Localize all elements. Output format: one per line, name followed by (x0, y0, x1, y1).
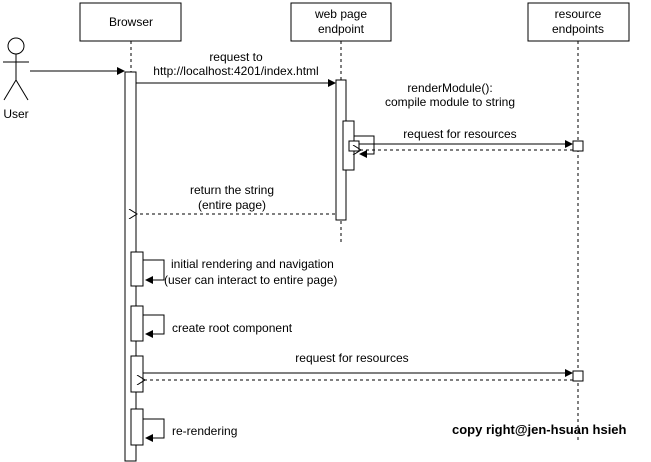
create-root-label: create root component (172, 321, 293, 335)
render-module-label-line2: compile module to string (385, 95, 515, 109)
initial-rendering-activation (130, 251, 144, 287)
render-module-label-line1: renderModule(): (407, 81, 492, 95)
create-root-activation (130, 305, 144, 342)
initial-rendering-label-line2: (user can interact to entire page) (164, 273, 337, 287)
request-index-label-line2: http://localhost:4201/index.html (153, 64, 318, 78)
participant-resource-endpoints: resource endpoints (527, 2, 630, 440)
user-right-leg (15, 79, 29, 101)
user-label: User (3, 107, 28, 121)
initial-rendering-self-arrow (143, 259, 165, 284)
initial-rendering-label-line1: initial rendering and navigation (171, 257, 334, 271)
resource-activation-client (572, 370, 584, 382)
user-actor: User (3, 37, 29, 121)
webpage-endpoint-label-line1: web page (314, 7, 367, 21)
re-rendering-activation (130, 408, 144, 446)
re-rendering-label: re-rendering (172, 424, 237, 438)
user-head (7, 37, 25, 55)
request-index-label-line1: request to (209, 50, 263, 64)
resource-call-activation (348, 140, 360, 152)
user-left-leg (3, 79, 17, 101)
webpage-endpoint-label-line2: endpoint (318, 22, 365, 36)
client-request-activation (130, 355, 144, 393)
return-string-label-line1: return the string (190, 183, 274, 197)
resource-activation-server (572, 140, 584, 152)
resource-endpoints-label-line1: resource (555, 7, 602, 21)
webpage-endpoint-box (290, 2, 392, 42)
render-module-self-arrow (354, 135, 375, 158)
browser-label: Browser (109, 15, 153, 29)
request-resources-server-label: request for resources (403, 127, 516, 141)
re-rendering-self-arrow (143, 418, 165, 442)
copyright-text: copy right@jen-hsuan hsieh (452, 422, 627, 437)
browser-box (79, 2, 182, 42)
request-resources-client-label: request for resources (295, 351, 408, 365)
participant-webpage-endpoint: web page endpoint (290, 2, 392, 242)
create-root-self-arrow (143, 314, 165, 338)
return-string-label-line2: (entire page) (198, 198, 266, 212)
resource-endpoints-label-line2: endpoints (552, 22, 604, 36)
